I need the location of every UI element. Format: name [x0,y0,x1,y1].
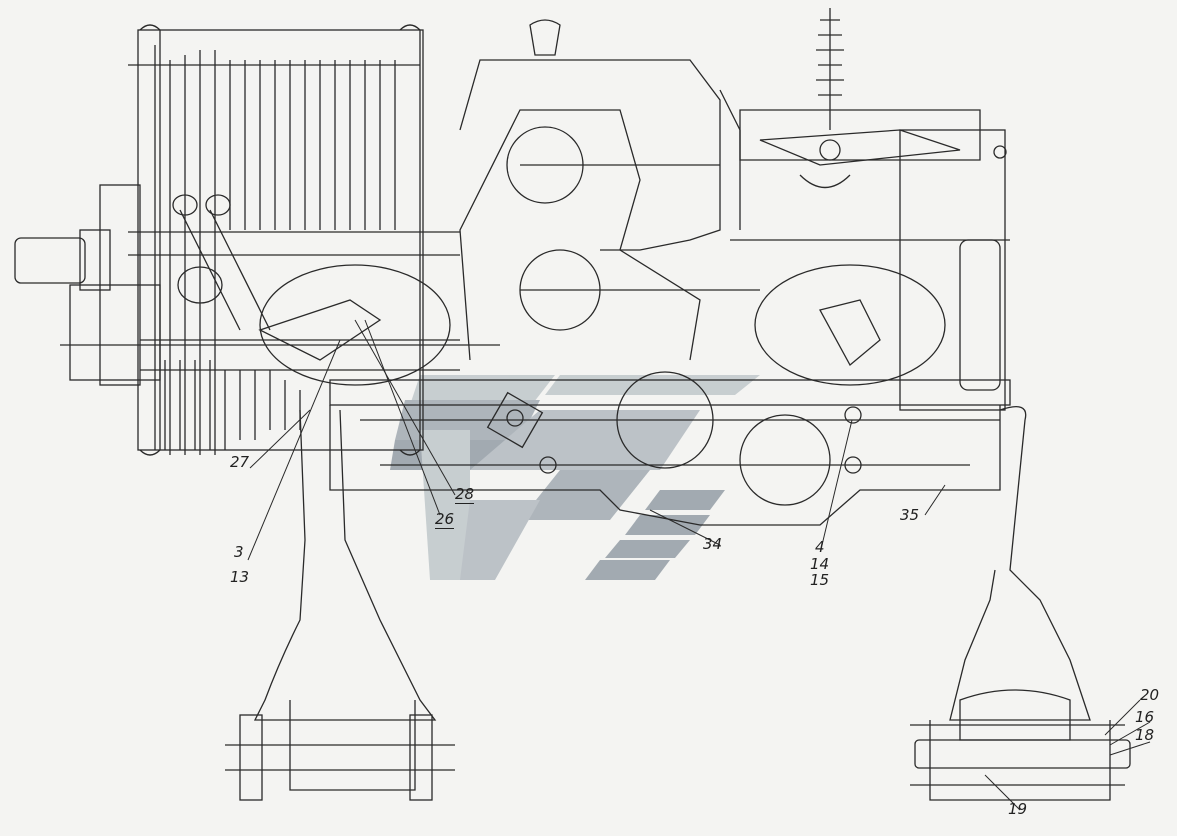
brake-spring-assembly [730,8,1010,411]
right-leg [910,406,1131,801]
callout-19: 19 [1008,800,1028,818]
callout-14: 14 [810,555,830,573]
callout-16: 16 [1135,708,1155,726]
left-shaft-hub [14,184,500,386]
machine-lines [14,8,1151,811]
callout-13: 13 [230,568,250,586]
callout-leaders [247,319,1151,811]
left-sheave-cutout [258,299,382,361]
callout-26: 26 [435,510,455,529]
right-sheave-cutout [819,299,881,367]
callout-27: 27 [230,453,250,471]
callout-28: 28 [455,485,475,504]
callout-18: 18 [1135,726,1155,744]
right-sheave [754,264,946,386]
callout-35: 35 [900,506,920,524]
callout-3: 3 [234,543,244,561]
callout-20: 20 [1140,686,1160,704]
callout-15: 15 [810,571,830,589]
left-leg [225,409,455,801]
rope-drum [128,24,460,456]
left-sheave [259,264,451,386]
frame-beam [329,379,1011,526]
callout-4: 4 [815,538,825,556]
gear-housing [459,19,831,506]
callout-34: 34 [703,535,723,553]
